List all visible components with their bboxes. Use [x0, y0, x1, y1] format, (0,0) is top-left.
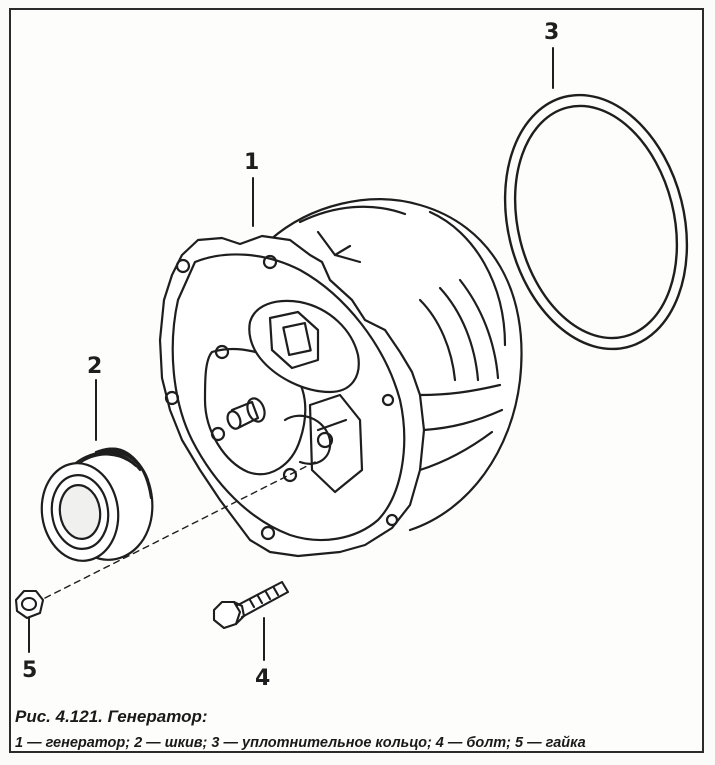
figure-caption: Рис. 4.121. Генератор: 1 — генератор; 2 … [15, 707, 705, 753]
assembly-axis-line [44, 461, 316, 599]
generator [158, 198, 523, 558]
caption-legend: 1 — генератор; 2 — шкив; 3 — уплотнитель… [15, 735, 586, 751]
caption-title: Рис. 4.121. Генератор: [15, 707, 208, 726]
bolt [212, 580, 290, 630]
callout-pulley: 2 [87, 354, 103, 379]
leader-lines [28, 47, 554, 661]
nut [14, 589, 45, 620]
sealing-ring [503, 93, 689, 351]
exploded-diagram [14, 47, 689, 661]
callout-nut: 5 [22, 658, 38, 683]
callout-sealing-ring: 3 [544, 20, 560, 45]
pulley [40, 447, 154, 562]
callout-bolt: 4 [255, 666, 271, 691]
callout-generator: 1 [244, 150, 260, 175]
